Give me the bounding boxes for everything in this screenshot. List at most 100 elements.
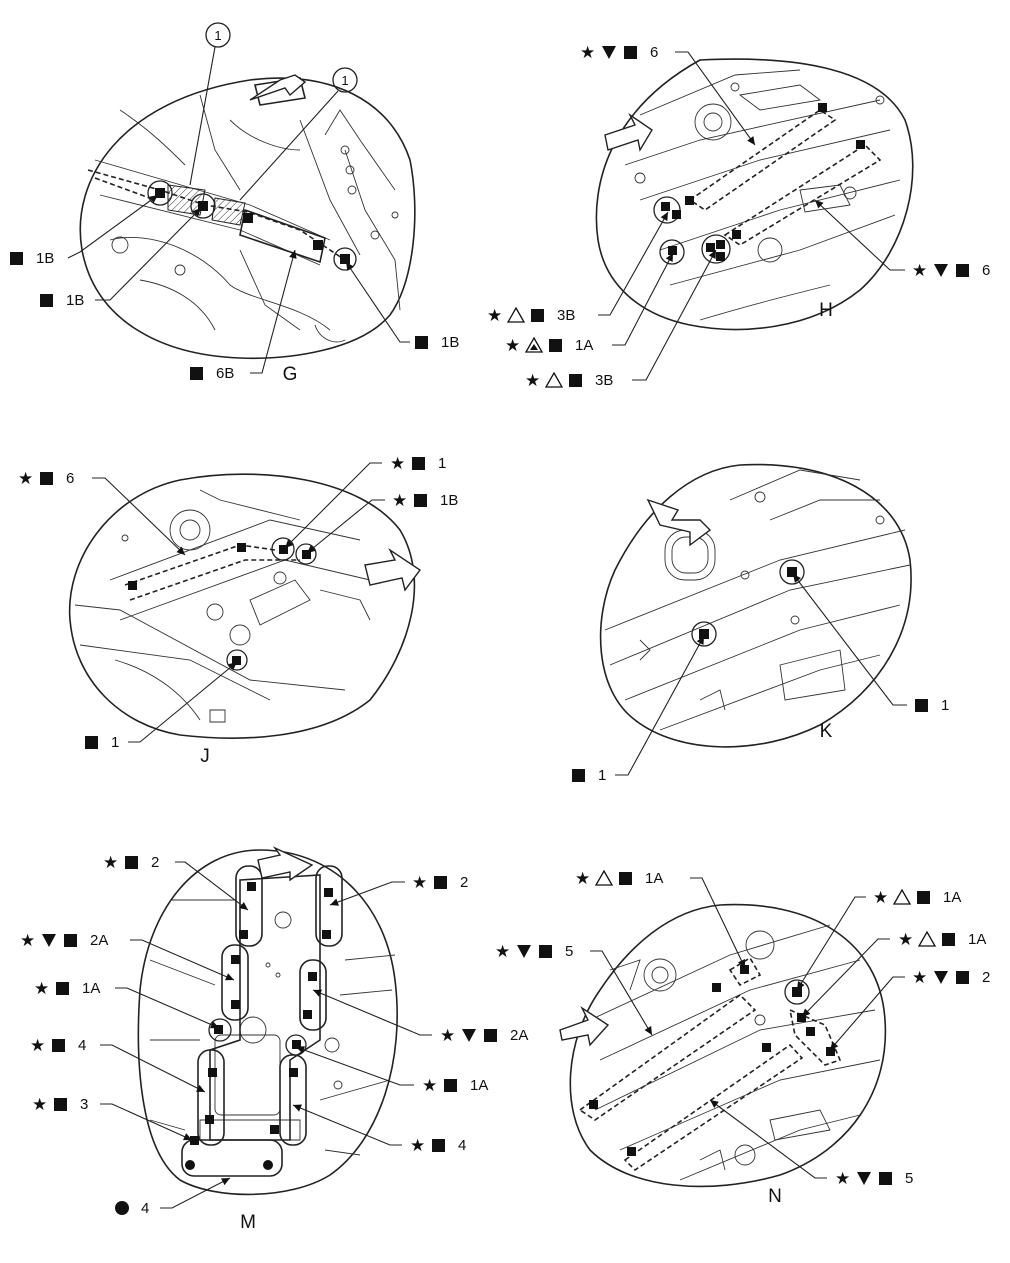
view-m: M bbox=[137, 846, 398, 1233]
callout-j2: ★1 bbox=[284, 454, 446, 549]
view-j: J bbox=[68, 473, 422, 767]
star-icon: ★ bbox=[505, 336, 520, 355]
square-icon bbox=[64, 934, 77, 947]
view-label: N bbox=[768, 1186, 782, 1207]
callout-code: 6B bbox=[216, 365, 234, 382]
square-icon bbox=[956, 971, 969, 984]
arrowhead bbox=[710, 1100, 719, 1108]
view-n: N bbox=[559, 903, 887, 1207]
callout-layer: 1B1B6B1B★6★6★3B★1A★3B★6★1★1B111★2★2★2A★1… bbox=[10, 43, 990, 1217]
leader-line bbox=[612, 252, 674, 346]
triangle-outline-icon bbox=[544, 371, 564, 388]
callout-m5: ★2A bbox=[312, 989, 528, 1045]
arrowhead bbox=[330, 898, 339, 906]
leader-line bbox=[160, 1177, 231, 1209]
triangle-outline-icon bbox=[594, 869, 614, 886]
square-icon bbox=[10, 252, 23, 265]
arrowhead bbox=[196, 1084, 205, 1092]
callout-code: 1A bbox=[470, 1077, 488, 1094]
leader-line bbox=[792, 573, 907, 706]
square-icon bbox=[432, 1139, 445, 1152]
callout-code: 2 bbox=[460, 874, 468, 891]
star-icon: ★ bbox=[873, 888, 888, 907]
callout-h3: ★3B bbox=[487, 211, 669, 325]
arrowhead bbox=[225, 973, 234, 981]
callout-h5: ★3B bbox=[525, 249, 717, 390]
arrowhead bbox=[313, 989, 322, 997]
star-icon: ★ bbox=[525, 371, 540, 390]
leader-line bbox=[130, 939, 235, 981]
leader-line bbox=[100, 1103, 193, 1141]
square-icon bbox=[619, 872, 632, 885]
star-icon: ★ bbox=[575, 869, 590, 888]
callout-h4: ★1A bbox=[505, 252, 674, 355]
star-icon: ★ bbox=[912, 968, 927, 987]
star-icon: ★ bbox=[495, 942, 510, 961]
square-icon bbox=[54, 1098, 67, 1111]
leader-line bbox=[829, 976, 905, 1051]
star-icon: ★ bbox=[835, 1169, 850, 1188]
callout-m6: ★4 bbox=[30, 1036, 206, 1093]
arrowhead bbox=[660, 212, 668, 221]
callout-code: 1 bbox=[941, 697, 949, 714]
arrowhead bbox=[696, 636, 704, 645]
callout-code: 1A bbox=[968, 931, 986, 948]
triangle-outline-icon bbox=[917, 930, 937, 947]
callout-n2: ★1A bbox=[796, 888, 961, 991]
star-icon: ★ bbox=[580, 43, 595, 62]
view-g-structure bbox=[94, 94, 401, 343]
view-label: H bbox=[819, 300, 833, 321]
star-icon: ★ bbox=[103, 853, 118, 872]
arrowhead bbox=[210, 1021, 219, 1029]
callout-code: 6 bbox=[982, 262, 990, 279]
triangle-marked-icon bbox=[524, 336, 544, 353]
arrowhead bbox=[221, 1178, 230, 1186]
view-j-outline bbox=[68, 473, 416, 739]
callout-j3: ★1B bbox=[306, 491, 458, 554]
callout-n4: ★ 1A bbox=[801, 930, 986, 1018]
square-icon bbox=[549, 339, 562, 352]
star-icon: ★ bbox=[410, 1136, 425, 1155]
leader-line bbox=[306, 499, 385, 554]
leader-line bbox=[292, 1104, 402, 1146]
callout-code: 5 bbox=[565, 943, 573, 960]
callout-h1: ★6 bbox=[580, 43, 756, 146]
callout-h2: ★6 bbox=[814, 199, 990, 280]
callout-k1: 1 bbox=[792, 573, 949, 714]
star-icon: ★ bbox=[898, 930, 913, 949]
square-icon bbox=[414, 494, 427, 507]
square-icon bbox=[444, 1079, 457, 1092]
square-icon bbox=[190, 367, 203, 380]
callout-code: 3 bbox=[80, 1096, 88, 1113]
square-icon bbox=[412, 457, 425, 470]
callout-j4: 1 bbox=[85, 661, 238, 751]
leader-line bbox=[67, 194, 159, 259]
triangle-down-icon bbox=[462, 1029, 476, 1042]
leader-line bbox=[796, 896, 866, 991]
arrowhead bbox=[228, 662, 237, 671]
view-label: J bbox=[200, 746, 210, 767]
callout-g1: 1B bbox=[10, 194, 159, 267]
arrowhead bbox=[293, 1104, 302, 1112]
arrowhead bbox=[802, 1008, 811, 1017]
callout-m1: ★2 bbox=[103, 853, 249, 911]
leader-line bbox=[709, 1099, 827, 1179]
callout-m8: ★3 bbox=[32, 1095, 193, 1141]
triangle-down-icon bbox=[934, 264, 948, 277]
arrowhead bbox=[830, 1041, 839, 1050]
part-number-bubble bbox=[205, 22, 231, 48]
square-icon bbox=[956, 264, 969, 277]
circle-icon bbox=[115, 1201, 129, 1215]
callout-n6: ★5 bbox=[709, 1099, 913, 1188]
view-k: K bbox=[599, 463, 912, 748]
square-icon bbox=[484, 1029, 497, 1042]
arrowhead bbox=[797, 981, 805, 990]
arrowhead bbox=[738, 959, 745, 968]
star-icon: ★ bbox=[20, 931, 35, 950]
leader-line bbox=[175, 861, 249, 911]
arrowhead bbox=[176, 546, 185, 555]
star-icon: ★ bbox=[34, 979, 49, 998]
callout-code: 4 bbox=[141, 1200, 149, 1217]
